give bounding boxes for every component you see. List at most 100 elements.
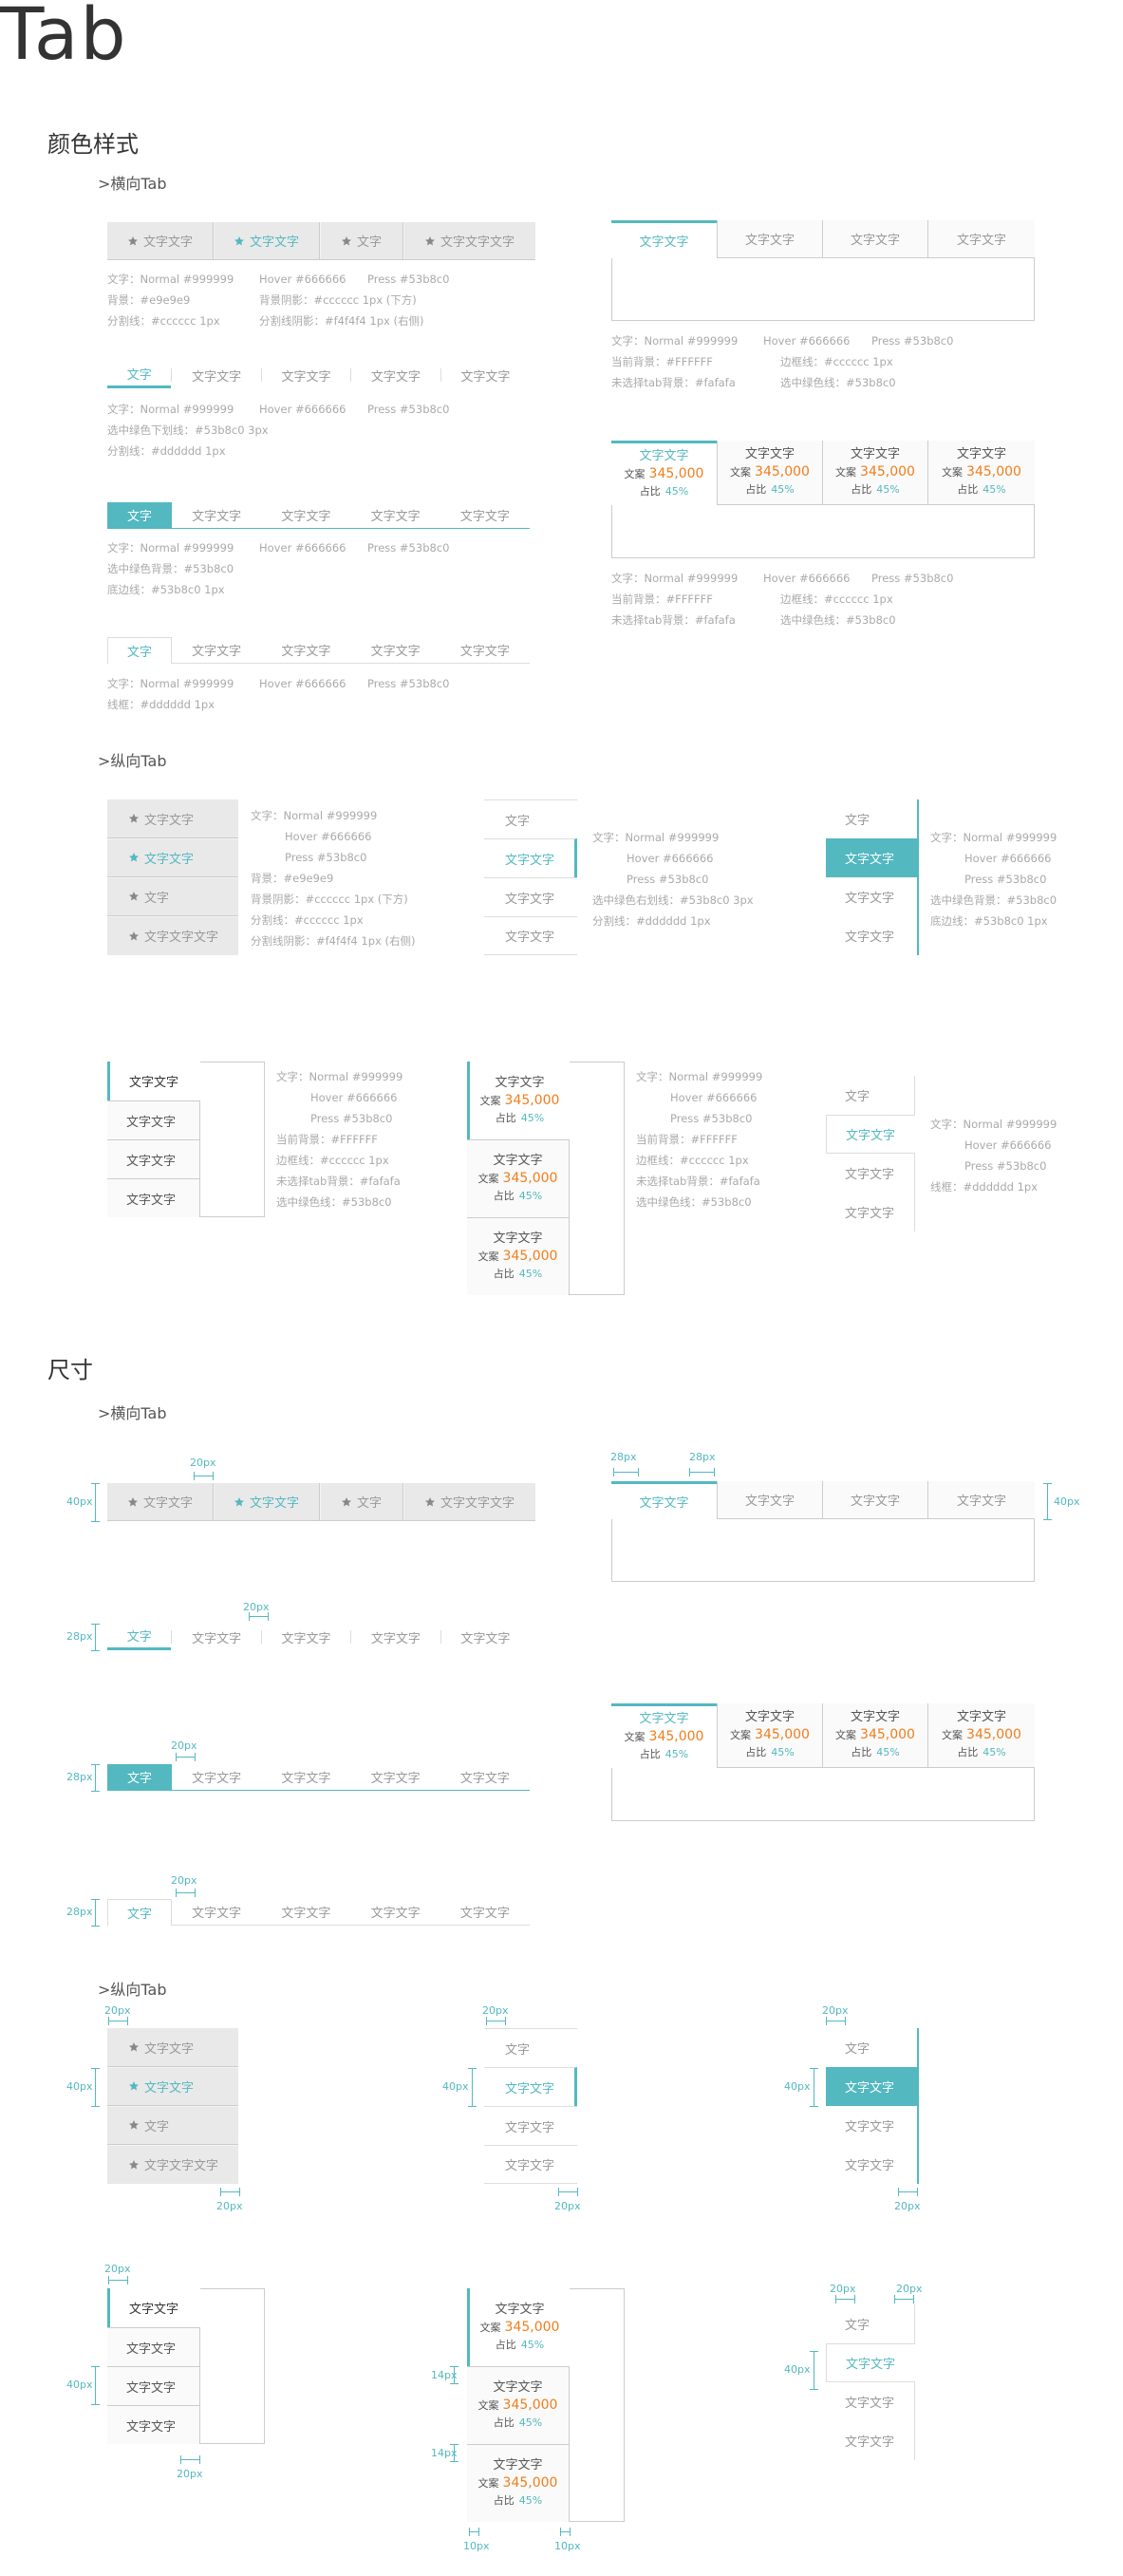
rightline-vertical-tab-0[interactable]: 文字 [484, 799, 577, 838]
gray-size-tab-0[interactable]: 文字文字 [107, 1483, 214, 1520]
filled-size-tab-2[interactable]: 文字文字 [261, 1764, 350, 1790]
outline-vertical-size-tab-0[interactable]: 文字 [826, 2304, 915, 2343]
filled-size-tab-3[interactable]: 文字文字 [351, 1764, 440, 1790]
gray-vertical-tab-0[interactable]: 文字文字 [107, 799, 238, 838]
filled-size-tab-0[interactable]: 文字 [107, 1764, 173, 1790]
filled-vertical-size-tab-3[interactable]: 文字文字 [826, 2145, 917, 2184]
gray-tab-1[interactable]: 文字文字 [214, 222, 320, 259]
underline-tab-0[interactable]: 文字 [107, 362, 172, 388]
card-vertical-size-tab-2[interactable]: 文字文字 [107, 2366, 200, 2405]
filled-size-tab-1[interactable]: 文字文字 [172, 1764, 261, 1790]
filled-vertical-tab-2[interactable]: 文字文字 [826, 877, 917, 916]
card-tab-1[interactable]: 文字文字 [717, 220, 822, 258]
rightline-vertical-tab-3[interactable]: 文字文字 [484, 916, 577, 955]
outline-tab-2[interactable]: 文字文字 [261, 637, 351, 664]
rightline-vertical-tab-1[interactable]: 文字文字 [484, 838, 577, 877]
outline-size-tab-1[interactable]: 文字文字 [172, 1899, 262, 1926]
outline-size-tab-2[interactable]: 文字文字 [261, 1899, 351, 1926]
card-tab-3[interactable]: 文字文字 [927, 220, 1035, 258]
card-size-tab-2[interactable]: 文字文字 [822, 1481, 927, 1519]
filled-tab-1[interactable]: 文字文字 [172, 502, 261, 528]
card-size-tab-3[interactable]: 文字文字 [927, 1481, 1035, 1519]
card-vertical-tab-0[interactable]: 文字文字 [107, 1062, 200, 1100]
gray-size-tab-1[interactable]: 文字文字 [214, 1483, 320, 1520]
gray-tab-3[interactable]: 文字文字文字 [403, 222, 535, 259]
outline-vertical-tab-0[interactable]: 文字 [826, 1076, 915, 1115]
card-size-tab-1[interactable]: 文字文字 [717, 1481, 822, 1519]
outline-size-tab-3[interactable]: 文字文字 [350, 1899, 440, 1926]
outline-size-tab-0[interactable]: 文字 [107, 1899, 173, 1926]
card-vertical-tab-3[interactable]: 文字文字 [107, 1178, 200, 1217]
card-size-tab-0[interactable]: 文字文字 [611, 1481, 717, 1519]
rightline-vertical-size-tab-2[interactable]: 文字文字 [484, 2106, 577, 2145]
card-tab-2[interactable]: 文字文字 [822, 220, 927, 258]
gray-vertical-tab-3[interactable]: 文字文字文字 [107, 916, 238, 955]
outline-vertical-tab-3[interactable]: 文字文字 [826, 1193, 915, 1232]
underline-size-tab-2[interactable]: 文字文字 [262, 1624, 350, 1650]
gray-vertical-tab-2[interactable]: 文字 [107, 877, 238, 916]
underline-size-tab-1[interactable]: 文字文字 [172, 1624, 260, 1650]
filled-vertical-tab-3[interactable]: 文字文字 [826, 916, 917, 955]
underline-size-tab-4[interactable]: 文字文字 [441, 1624, 530, 1650]
card-vertical-size-tab-0[interactable]: 文字文字 [107, 2288, 200, 2327]
filled-vertical-tab-1[interactable]: 文字文字 [826, 838, 917, 877]
gray-vertical-size-tab-0[interactable]: 文字文字 [107, 2028, 238, 2067]
rightline-vertical-size-tab-3[interactable]: 文字文字 [484, 2145, 577, 2184]
card-vertical-size-tab-3[interactable]: 文字文字 [107, 2405, 200, 2444]
gray-vertical-size-tab-3[interactable]: 文字文字文字 [107, 2145, 238, 2184]
filled-vertical-size-tab-2[interactable]: 文字文字 [826, 2106, 917, 2145]
card-vertical-tab-2[interactable]: 文字文字 [107, 1139, 200, 1178]
outline-tab-3[interactable]: 文字文字 [350, 637, 440, 664]
outline-vertical-size-tab-1[interactable]: 文字文字 [826, 2343, 915, 2382]
underline-tab-3[interactable]: 文字文字 [351, 362, 440, 388]
filled-tab-4[interactable]: 文字文字 [440, 502, 530, 528]
underline-size-tab-3[interactable]: 文字文字 [351, 1624, 440, 1650]
filled-tab-3[interactable]: 文字文字 [351, 502, 440, 528]
gray-vertical-size-tab-1[interactable]: 文字文字 [107, 2067, 238, 2106]
gray-size-tab-2[interactable]: 文字 [320, 1483, 403, 1520]
underline-tab-2[interactable]: 文字文字 [262, 362, 350, 388]
card-tab-0[interactable]: 文字文字 [611, 220, 717, 258]
outline-tab-1[interactable]: 文字文字 [172, 637, 262, 664]
gray-vertical-tab-1[interactable]: 文字文字 [107, 838, 238, 877]
rightline-vertical-size-tab-0[interactable]: 文字 [484, 2028, 577, 2067]
gray-vertical-size-tab-2[interactable]: 文字 [107, 2106, 238, 2145]
underline-tab-1[interactable]: 文字文字 [172, 362, 260, 388]
filled-vertical-size-tab-1[interactable]: 文字文字 [826, 2067, 917, 2106]
outline-vertical-size-tab-3[interactable]: 文字文字 [826, 2421, 915, 2460]
filled-tab-2[interactable]: 文字文字 [261, 502, 350, 528]
filled-vertical-size-tab-0[interactable]: 文字 [826, 2028, 917, 2067]
gray-tab-2[interactable]: 文字 [320, 222, 403, 259]
filled-vertical-tab-0[interactable]: 文字 [826, 799, 917, 838]
gray-size-tab-3[interactable]: 文字文字文字 [403, 1483, 535, 1520]
outline-size-tab-4[interactable]: 文字文字 [440, 1899, 530, 1926]
outline-tab-4[interactable]: 文字文字 [440, 637, 530, 664]
gray-tab-0[interactable]: 文字文字 [107, 222, 214, 259]
card-vertical-tab-1[interactable]: 文字文字 [107, 1100, 200, 1139]
filled-size-tab-4[interactable]: 文字文字 [440, 1764, 530, 1790]
outline-vertical-tab-1[interactable]: 文字文字 [826, 1115, 915, 1154]
outline-vertical-size-tab-2[interactable]: 文字文字 [826, 2382, 915, 2421]
rightline-vertical-size-tab-1[interactable]: 文字文字 [484, 2067, 577, 2106]
outline-tab-0[interactable]: 文字 [107, 637, 173, 664]
outline-vertical-tab-2[interactable]: 文字文字 [826, 1154, 915, 1193]
underline-tab-4[interactable]: 文字文字 [441, 362, 530, 388]
rightline-vertical-tab-2[interactable]: 文字文字 [484, 877, 577, 916]
underline-size-tab-0[interactable]: 文字 [107, 1624, 172, 1650]
filled-tab-0[interactable]: 文字 [107, 502, 173, 528]
card-vertical-size-tab-1[interactable]: 文字文字 [107, 2327, 200, 2366]
